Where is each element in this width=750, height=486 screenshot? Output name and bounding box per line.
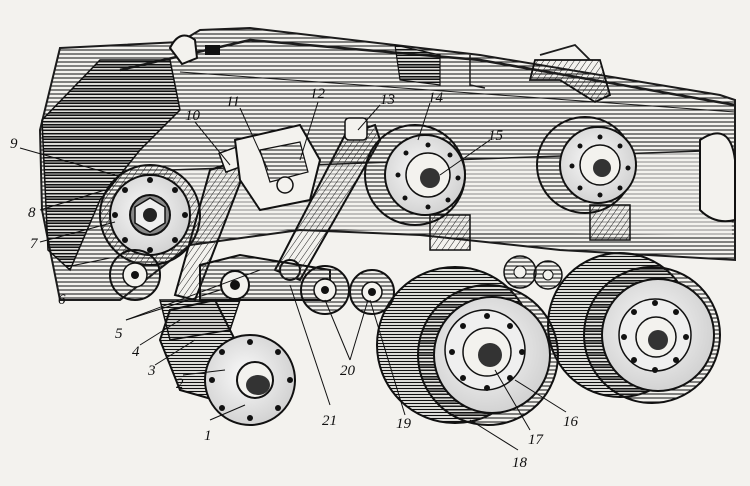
callout-19: 19 — [396, 416, 412, 432]
swing-arms — [159, 253, 331, 341]
callout-18: 18 — [512, 455, 528, 471]
callout-9: 9 — [10, 136, 18, 152]
callout-2: 2 — [176, 376, 184, 392]
callout-13: 13 — [380, 92, 395, 108]
callout-3: 3 — [147, 363, 156, 379]
road-wheel-front — [376, 266, 559, 426]
upper-roller-front — [364, 124, 471, 251]
callout-21: 21 — [322, 413, 337, 429]
callout-5: 5 — [115, 326, 123, 342]
callout-15: 15 — [488, 128, 504, 144]
callout-4: 4 — [132, 344, 140, 360]
callout-8: 8 — [28, 205, 36, 221]
callout-10: 10 — [185, 108, 201, 124]
shock-absorbers — [173, 117, 382, 302]
front-sprocket-hub — [99, 164, 201, 266]
callout-17: 17 — [528, 432, 545, 448]
callout-6: 6 — [58, 292, 66, 308]
callout-20: 20 — [340, 363, 356, 379]
callout-1: 1 — [204, 428, 212, 444]
road-wheel-rear — [547, 252, 721, 404]
return-rollers — [300, 255, 563, 315]
callout-12: 12 — [310, 86, 326, 102]
upper-roller-rear — [536, 116, 637, 241]
leader-lines — [19, 101, 567, 451]
front-idler — [109, 249, 161, 301]
hub-bolts — [112, 177, 188, 253]
callout-labels: 1 2 3 4 5 6 7 8 9 10 11 12 13 14 15 16 1… — [10, 86, 579, 471]
callout-14: 14 — [428, 90, 444, 106]
callout-16: 16 — [563, 414, 579, 430]
callout-7: 7 — [30, 236, 39, 252]
callout-11: 11 — [226, 94, 240, 110]
